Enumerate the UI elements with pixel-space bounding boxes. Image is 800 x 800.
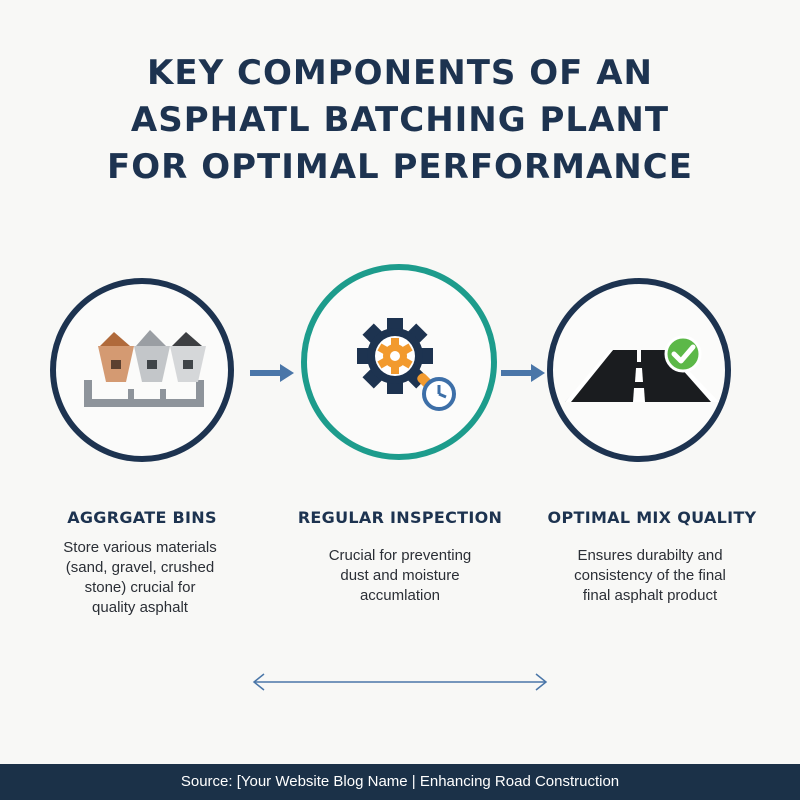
footer-text: Source: [Your Website Blog Name | Enhanc… [180, 773, 620, 790]
aggregate-bins-icon [84, 330, 206, 407]
step-2-desc-line: accumlation [359, 587, 441, 604]
source-footer: Source: [Your Website Blog Name | Enhanc… [0, 764, 800, 800]
step-2-description: Crucial for preventing dust and moisture… [300, 546, 500, 606]
step-1-description: Store various materials (sand, gravel, c… [40, 538, 240, 618]
step-2-desc-line: Crucial for preventing [328, 547, 472, 564]
aggregate-bins-circle [50, 278, 234, 462]
step-2-heading: REGULAR INSPECTION [297, 508, 503, 527]
step-3-desc-line: Ensures durabilty and [577, 547, 723, 564]
step-1-desc-line: stone) crucial for [84, 579, 196, 596]
gear-inspection-icon [357, 318, 456, 411]
page-title: KEY COMPONENTS OF AN ASPHATL BATCHING PL… [0, 50, 800, 191]
double-arrow-icon [252, 673, 548, 691]
step-1-desc-line: (sand, gravel, crushed [65, 559, 215, 576]
step-3-description: Ensures durabilty and consistency of the… [550, 546, 750, 606]
step-3-desc-line: final asphalt product [582, 587, 718, 604]
step-1-heading: AGGRGATE BINS [67, 508, 217, 527]
step-3-heading: OPTIMAL MIX QUALITY [547, 508, 757, 527]
mix-quality-circle [547, 278, 731, 462]
step-1-desc-line: quality asphalt [92, 599, 188, 616]
step-3-desc-line: consistency of the final [574, 567, 726, 584]
arrow-right-icon [250, 364, 294, 382]
step-2-desc-line: dust and moisture [340, 567, 460, 584]
inspection-circle [301, 264, 497, 460]
title-line-3: FOR OPTIMAL PERFORMANCE [107, 147, 693, 187]
arrow-right-icon-2 [501, 364, 545, 382]
road-checkmark-icon [565, 335, 719, 402]
step-1-desc-line: Store various materials [63, 539, 217, 556]
title-line-1: KEY COMPONENTS OF AN [147, 53, 653, 93]
title-line-2: ASPHATL BATCHING PLANT [130, 100, 670, 140]
